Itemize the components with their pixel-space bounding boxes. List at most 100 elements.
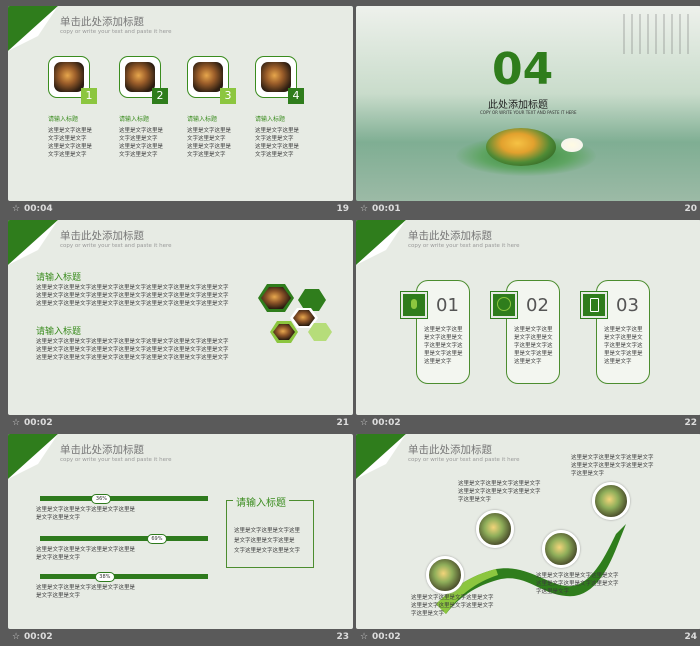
slide-info-bar: ☆ 00:02 24 (356, 631, 700, 646)
slide-canvas: 单击此处添加标题 copy or write your text and pas… (8, 220, 353, 415)
phone-icon (580, 291, 608, 319)
slide-timing: 00:02 (372, 632, 401, 642)
zongzi-plate-image (486, 128, 556, 166)
transition-star-icon: ☆ (12, 632, 21, 642)
section-line: 这里是文字这里是文字这里是文字这里是文字这里是文字这里是文字这里是文字 (36, 285, 229, 291)
card-line: 字这里是文字这 (514, 343, 553, 349)
item-number-badge: 2 (152, 88, 168, 104)
section-text: 这里是文字这里是文字这里是文字这里是文字这里是文字这里是文字这里是文字 这里是文… (36, 284, 231, 308)
item-line: 文字这里是文字 (187, 152, 226, 158)
slide-timing: 00:02 (372, 418, 401, 428)
card-text: 这里是文字这里 是文字这里是文 字这里是文字这 里是文字这里是 这里是文字 (514, 326, 562, 366)
section-line: 这里是文字这里是文字这里是文字这里是文字这里是文字这里是文字这里是文字 (36, 293, 229, 299)
progress-line: 这里是文字这里是文字这里是文字这里是 (36, 585, 136, 591)
slide-timing: 00:02 (24, 418, 53, 428)
note-line: 这里是文字这里是文字这里是文字 (571, 455, 654, 461)
note-line: 这里是文字这里是文字这里是文字 (458, 481, 541, 487)
note-line: 这里是文字这里是文字这里是文字 (536, 581, 619, 587)
item-text: 这里是文字这里是 文字这里是文字 这里是文字这里是 文字这里是文字 (187, 127, 249, 159)
section-line: 这里是文字这里是文字这里是文字这里是文字这里是文字这里是文字这里是文字 (36, 355, 229, 361)
progress-bar (40, 574, 208, 579)
slide-title: 单击此处添加标题 (60, 16, 144, 28)
note-line: 这里是文字这里是文字这里是文字 (411, 603, 494, 609)
progress-line: 这里是文字这里是文字这里是文字这里是 (36, 547, 136, 553)
section-line: 这里是文字这里是文字这里是文字这里是文字这里是文字这里是文字这里是文字 (36, 301, 229, 307)
item-line: 文字这里是文字 (255, 136, 294, 142)
item-text: 这里是文字这里是 文字这里是文字 这里是文字这里是 文字这里是文字 (255, 127, 317, 159)
slide-canvas: 单击此处添加标题 copy or write your text and pas… (8, 6, 353, 201)
transition-star-icon: ☆ (12, 204, 21, 214)
zongzi-photo (193, 62, 223, 92)
progress-line: 这里是文字这里是文字这里是文字这里是 (36, 507, 136, 513)
note-line: 字这里是文字 (571, 471, 605, 477)
slide-thumbnail-22[interactable]: 单击此处添加标题 copy or write your text and pas… (356, 220, 700, 432)
zongzi-photo (54, 62, 84, 92)
timeline-photo (592, 482, 630, 520)
timeline-note: 这里是文字这里是文字这里是文字 这里是文字这里是文字这里是文字 字这里是文字 (411, 594, 496, 618)
slide-number: 19 (336, 204, 349, 214)
section-number: 04 (492, 44, 554, 95)
item-number-badge: 3 (220, 88, 236, 104)
card-line: 是文字这里是文 (514, 335, 553, 341)
note-line: 这里是文字这里是文字这里是文字 (536, 573, 619, 579)
slide-subtitle: copy or write your text and paste it her… (408, 457, 520, 463)
card-number: 03 (616, 295, 639, 316)
slide-number: 24 (684, 632, 697, 642)
globe-icon (490, 291, 518, 319)
slide-timing: 00:02 (24, 632, 53, 642)
item-line: 文字这里是文字 (119, 136, 158, 142)
microphone-icon (400, 291, 428, 319)
card-number: 02 (526, 295, 549, 316)
timeline-note: 这里是文字这里是文字这里是文字 这里是文字这里是文字这里是文字 字这里是文字 (536, 572, 621, 596)
lotus-flower (561, 138, 583, 152)
slide-thumbnail-19[interactable]: 单击此处添加标题 copy or write your text and pas… (8, 6, 353, 218)
item-heading: 请输入标题 (187, 116, 218, 123)
card-line: 里是文字这里是 (424, 351, 463, 357)
progress-line: 是文字这里是文字 (36, 515, 81, 521)
card-line: 这里是文字 (424, 359, 452, 365)
slide-title: 单击此处添加标题 (60, 230, 144, 242)
card-text: 这里是文字这里 是文字这里是文 字这里是文字这 里是文字这里是 这里是文字 (424, 326, 472, 366)
progress-percent-label: 69% (146, 534, 167, 544)
photo-frame (187, 56, 229, 98)
box-heading: 请输入标题 (233, 494, 289, 509)
slide-subtitle: copy or write your text and paste it her… (60, 457, 172, 463)
slide-thumbnail-21[interactable]: 单击此处添加标题 copy or write your text and pas… (8, 220, 353, 432)
progress-text: 这里是文字这里是文字这里是文字这里是 是文字这里是文字 (36, 506, 211, 522)
item-heading: 请输入标题 (119, 116, 150, 123)
item-number-badge: 1 (81, 88, 97, 104)
progress-line: 是文字这里是文字 (36, 555, 81, 561)
card-line: 里是文字这里是 (604, 351, 643, 357)
transition-star-icon: ☆ (360, 418, 369, 428)
progress-percent-label: 38% (94, 572, 115, 582)
item-line: 文字这里是文字 (119, 152, 158, 158)
card-line: 这里是文字这里 (604, 327, 643, 333)
slide-thumbnail-23[interactable]: 单击此处添加标题 copy or write your text and pas… (8, 434, 353, 646)
item-text: 这里是文字这里是 文字这里是文字 这里是文字这里是 文字这里是文字 (119, 127, 181, 159)
timeline-photo (476, 510, 514, 548)
note-line: 这里是文字这里是文字这里是文字 (411, 595, 494, 601)
box-text: 这里是文字这里是文字这里 是文字这里是文字这里是 文字这里是文字这里是文字 (234, 526, 314, 556)
progress-bar (40, 496, 208, 501)
section-heading: 此处添加标题 (488, 100, 548, 111)
slide-thumbnail-20[interactable]: 04 此处添加标题 COPY OR WRITE YOUR TEXT AND PA… (356, 6, 700, 218)
slide-title: 单击此处添加标题 (408, 444, 492, 456)
slide-subtitle: copy or write your text and paste it her… (60, 243, 172, 249)
slide-timing: 00:04 (24, 204, 53, 214)
slide-info-bar: ☆ 00:01 20 (356, 203, 700, 218)
corner-decoration (356, 434, 406, 479)
item-number-badge: 4 (288, 88, 304, 104)
card-line: 这里是文字这里 (424, 327, 463, 333)
zongzi-photo (125, 62, 155, 92)
slide-thumbnail-24[interactable]: 单击此处添加标题 copy or write your text and pas… (356, 434, 700, 646)
slide-number: 23 (336, 632, 349, 642)
slide-number: 20 (684, 204, 697, 214)
corner-decoration (8, 434, 58, 479)
slide-info-bar: ☆ 00:04 19 (8, 203, 353, 218)
box-line: 这里是文字这里是文字这里 (234, 528, 301, 534)
section-line: 这里是文字这里是文字这里是文字这里是文字这里是文字这里是文字这里是文字 (36, 347, 229, 353)
card-line: 字这里是文字这 (604, 343, 643, 349)
item-heading: 请输入标题 (48, 116, 79, 123)
progress-text: 这里是文字这里是文字这里是文字这里是 是文字这里是文字 (36, 546, 211, 562)
slide-canvas: 单击此处添加标题 copy or write your text and pas… (8, 434, 353, 629)
